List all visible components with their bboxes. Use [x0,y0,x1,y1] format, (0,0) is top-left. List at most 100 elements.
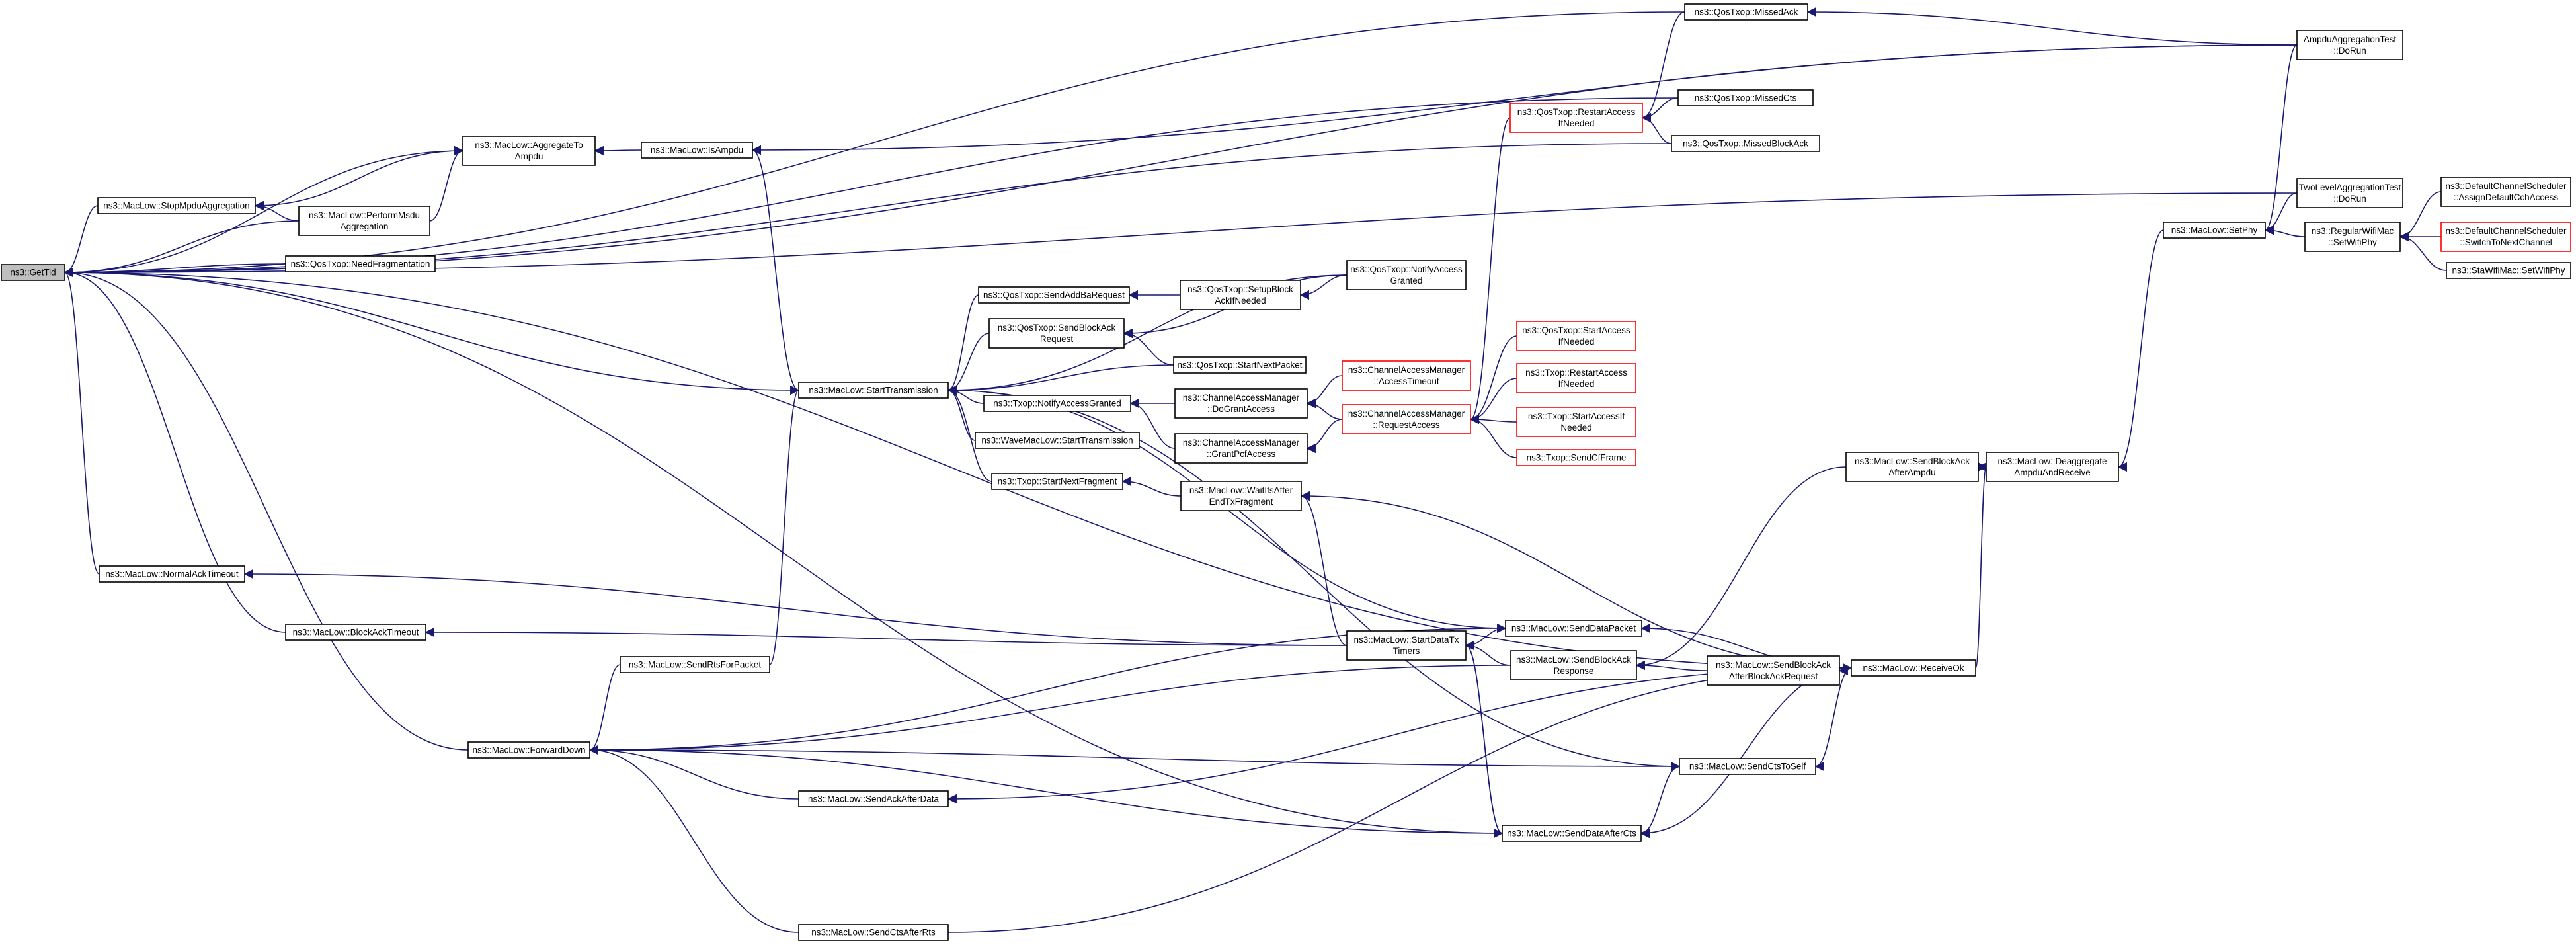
node-missedack[interactable]: ns3::QosTxop::MissedAck [1684,3,1808,21]
node-requestaccess[interactable]: ns3::ChannelAccessManager::RequestAccess [1342,404,1471,434]
node-label: ns3::Txop::StartNextFragment [998,477,1117,487]
edge-sendblockackresp-to-startdatatx [1465,640,1511,666]
node-label: ns3::QosTxop::SendAddBaRequest [983,290,1125,300]
edge-missedcts-to-gettid [63,97,1679,278]
node-label: EndTxFragment [1209,497,1273,507]
node-box [2440,177,2571,207]
node-box [2304,222,2401,252]
node-box [99,565,245,583]
edge-sendackafterdata-to-forwarddown [588,745,799,800]
node-qosstartnext[interactable]: ns3::QosTxop::StartNextPacket [1173,356,1307,374]
node-label: IfNeeded [1558,118,1595,128]
edge-senddataafterrcts-to-forwarddown [588,745,1503,834]
node-forwarddown[interactable]: ns3::MacLow::ForwardDown [467,741,590,759]
node-receiveok[interactable]: ns3::MacLow::ReceiveOk [1851,659,1976,677]
node-label: AmpduAndReceive [2014,468,2091,477]
edge-performmsdu-to-aggregate [429,145,464,222]
node-label: Request [1040,334,1074,344]
edge-performmsdu-to-stopmpdu [254,200,300,222]
node-sendcfframe[interactable]: ns3::Txop::SendCfFrame [1516,449,1636,466]
node-dogrant[interactable]: ns3::ChannelAccessManager::DoGrantAccess [1174,388,1308,419]
node-txopstartnextfrag[interactable]: ns3::Txop::StartNextFragment [991,473,1123,490]
edge-sendblockackafterampdu-to-sendblockackresp [1635,466,1847,671]
node-ampdutest[interactable]: AmpduAggregationTest::DoRun [2296,30,2403,60]
node-accesstimeout[interactable]: ns3::ChannelAccessManager::AccessTimeout [1342,360,1471,391]
node-label: AmpduAggregationTest [2304,34,2397,44]
node-assigndefault[interactable]: ns3::DefaultChannelScheduler::AssignDefa… [2440,177,2571,207]
node-label: Ampdu [515,151,543,161]
node-label: ns3::Txop::NotifyAccessGranted [993,399,1121,409]
node-gettid[interactable]: ns3::GetTid [1,264,65,281]
node-regularwifimac[interactable]: ns3::RegularWifiMac::SetWifiPhy [2304,222,2401,252]
node-blockacktimeout[interactable]: ns3::MacLow::BlockAckTimeout [285,624,426,641]
node-label: ns3::Txop::RestartAccess [1525,368,1627,378]
node-sendctsafterrts[interactable]: ns3::MacLow::SendCtsAfterRts [798,924,949,941]
node-txopnotify[interactable]: ns3::Txop::NotifyAccessGranted [983,395,1131,412]
node-label: Needed [1560,423,1591,432]
node-label: ns3::MacLow::StopMpduAggregation [103,201,249,211]
node-normalack[interactable]: ns3::MacLow::NormalAckTimeout [99,565,245,583]
node-sendblockackafterreq[interactable]: ns3::MacLow::SendBlockAckAfterBlockAckRe… [1707,655,1840,686]
node-stopmpdu[interactable]: ns3::MacLow::StopMpduAggregation [97,197,256,214]
node-starttx[interactable]: ns3::MacLow::StartTransmission [798,382,949,399]
edge-startdatatx-to-blockacktimeout [424,627,1348,646]
node-box [1671,135,1820,152]
node-label: TwoLevelAggregationTest [2299,183,2401,192]
node-setphy[interactable]: ns3::MacLow::SetPhy [2163,222,2266,239]
node-senddataafterrcts[interactable]: ns3::MacLow::SendDataAfterCts [1502,825,1642,842]
node-layer: ns3::GetTid ns3::MacLow::StopMpduAggregat… [1,3,2571,941]
node-label: ::DoRun [2333,194,2366,204]
node-label: ns3::QosTxop::MissedCts [1695,93,1797,103]
node-label: ::GrantPcfAccess [1207,449,1276,459]
node-qosnotify[interactable]: ns3::QosTxop::NotifyAccessGranted [1346,260,1467,290]
edge-setphy-to-deaggregate [2117,229,2164,472]
node-senddatapacket[interactable]: ns3::MacLow::SendDataPacket [1505,620,1642,637]
node-label: ns3::MacLow::ForwardDown [472,745,585,755]
node-sendrts[interactable]: ns3::MacLow::SendRtsForPacket [620,656,770,673]
node-label: ns3::MacLow::SendBlockAck [1516,655,1631,665]
node-box [1677,89,1814,106]
edge-qosstartnext-to-starttx [947,364,1174,395]
node-grantpcf[interactable]: ns3::ChannelAccessManager::GrantPcfAcces… [1174,433,1308,464]
node-label: ns3::QosTxop::MissedBlockAck [1683,139,1808,149]
node-label: ::AccessTimeout [1373,376,1439,386]
node-sendaddba[interactable]: ns3::QosTxop::SendAddBaRequest [978,286,1130,304]
node-label: ns3::MacLow::SetPhy [2171,226,2258,235]
node-wavestart[interactable]: ns3::WaveMacLow::StartTransmission [975,432,1140,449]
node-label: Aggregation [341,222,389,231]
node-box [1180,280,1301,310]
node-label: ns3::ChannelAccessManager [1348,365,1465,375]
edge-twoleveltest-to-setphy [2264,192,2298,235]
node-stawifimac[interactable]: ns3::StaWifiMac::SetWifiPhy [2446,262,2571,279]
node-isampdu[interactable]: ns3::MacLow::IsAmpdu [641,142,753,159]
node-label: ns3::RegularWifiMac [2312,226,2394,236]
edge-starttx-to-gettid [63,267,799,391]
node-sendackafterdata[interactable]: ns3::MacLow::SendAckAfterData [798,790,949,807]
node-switchtonext[interactable]: ns3::DefaultChannelScheduler::SwitchToNe… [2440,222,2571,252]
node-twoleveltest[interactable]: TwoLevelAggregationTest::DoRun [2296,178,2403,208]
node-label: ns3::MacLow::SendRtsForPacket [629,660,762,670]
node-box [1342,404,1471,434]
node-box [2163,222,2266,239]
node-missedcts[interactable]: ns3::QosTxop::MissedCts [1677,89,1814,106]
edge-stawifimac-to-regularwifimac [2399,231,2447,271]
node-missedblockack[interactable]: ns3::QosTxop::MissedBlockAck [1671,135,1820,152]
node-label: AfterBlockAckRequest [1729,671,1818,681]
node-needfrag[interactable]: ns3::QosTxop::NeedFragmentation [285,255,436,272]
node-box [798,382,949,399]
node-label: ns3::QosTxop::NotifyAccess [1350,265,1463,274]
node-sendctstoself[interactable]: ns3::MacLow::SendCtsToSelf [1679,758,1816,775]
